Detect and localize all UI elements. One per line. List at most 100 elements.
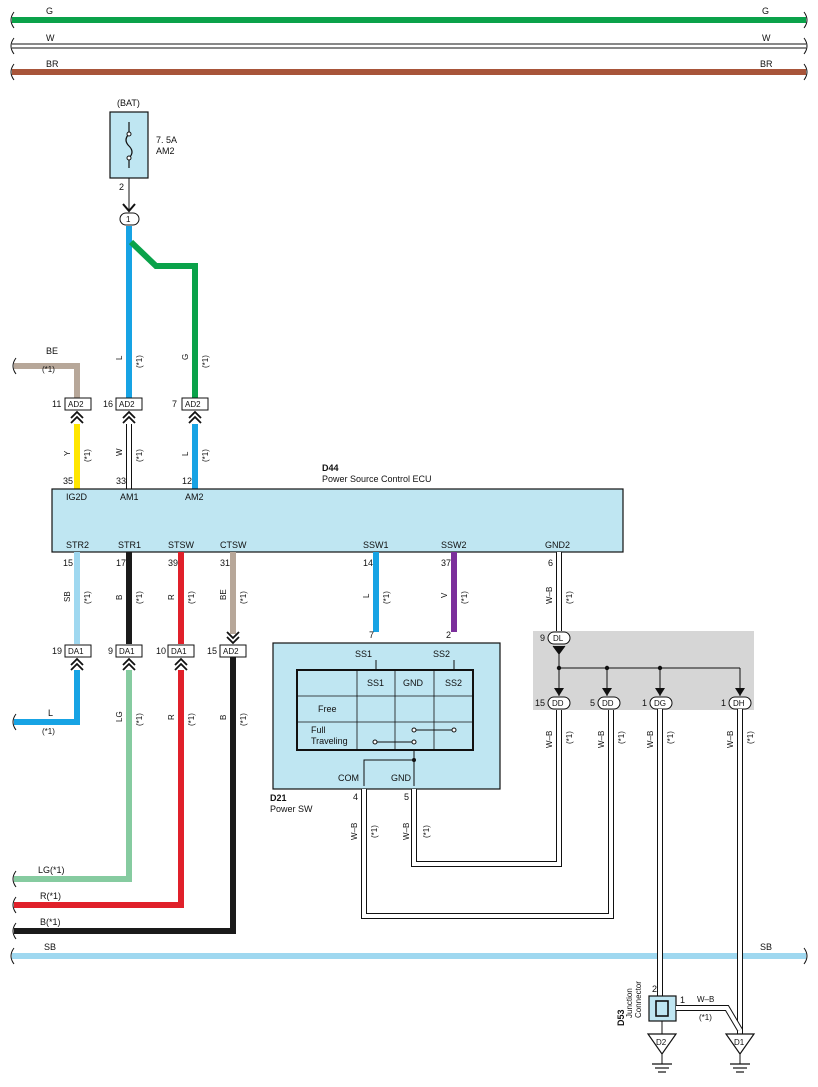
svg-text:BE: BE [219, 589, 228, 600]
connectors-mid: 19 DA1 9 DA1 10 DA1 15 AD2 [52, 631, 247, 671]
svg-text:SS1: SS1 [367, 678, 384, 688]
svg-text:R: R [167, 594, 176, 600]
svg-text:W–B: W–B [350, 823, 359, 840]
switch-table [296, 669, 474, 751]
fuse-am2: (BAT) 7. 5A AM2 2 1 [109, 98, 177, 226]
svg-text:COM: COM [338, 773, 359, 783]
ecu-pin-str1: STR1 [118, 540, 141, 550]
svg-text:31: 31 [220, 558, 230, 568]
svg-text:DA1: DA1 [68, 647, 84, 656]
power-sw-name: Power SW [270, 804, 313, 814]
power-sw-d21: 7 2 SS1 SS2 SS1 GND SS2 Free Full Travel… [270, 630, 501, 840]
ecu-pin-gnd2: GND2 [545, 540, 570, 550]
svg-text:AD2: AD2 [185, 400, 201, 409]
svg-text:37: 37 [441, 558, 451, 568]
svg-text:LG: LG [115, 711, 124, 722]
conn-ad2-b [115, 397, 143, 411]
bus-label-w-left: W [46, 33, 55, 43]
svg-text:(*1): (*1) [422, 825, 431, 838]
svg-text:(*1): (*1) [201, 449, 210, 462]
ground-d1-icon [724, 1033, 756, 1056]
fuse-icon [125, 122, 133, 168]
ecu-output-wires: SB (*1) B (*1) R (*1) BE (*1) L (*1) V (… [63, 552, 574, 644]
svg-text:4: 4 [353, 792, 358, 802]
svg-text:W–B: W–B [646, 731, 655, 748]
svg-text:R: R [167, 714, 176, 720]
lower-left-wires: L (*1) LG (*1) R (*1) B (*1) LG(*1) R(*1… [12, 657, 248, 940]
chevron-up-icon [122, 410, 136, 424]
ecu-pin-str2: STR2 [66, 540, 89, 550]
svg-text:(*1): (*1) [666, 731, 675, 744]
jc-name-2: Connector [634, 981, 643, 1018]
svg-text:(*1): (*1) [83, 591, 92, 604]
svg-text:(*1): (*1) [135, 713, 144, 726]
svg-text:GND: GND [403, 678, 424, 688]
ecu-code: D44 [322, 463, 339, 473]
wire-be-upper [14, 363, 80, 398]
conn-dd-2 [597, 696, 621, 710]
bus-label-g-left: G [46, 6, 53, 16]
svg-text:W–B: W–B [545, 587, 554, 604]
ground-runs [361, 708, 614, 919]
ecu-name: Power Source Control ECU [322, 474, 432, 484]
connectors-top: 11 AD2 16 AD2 7 AD2 [52, 397, 209, 424]
bus-break-left-w [10, 37, 15, 55]
svg-text:(*1): (*1) [565, 731, 574, 744]
splice-number: 1 [126, 215, 131, 224]
svg-text:SS1: SS1 [355, 649, 372, 659]
chevron-up-icon [122, 657, 136, 671]
junction-gray-area [533, 631, 754, 710]
conn-da1-b [115, 644, 143, 658]
conn-dl [547, 631, 571, 645]
svg-text:9: 9 [540, 633, 545, 643]
bus-label-br-left: BR [46, 59, 59, 69]
svg-text:AD2: AD2 [223, 647, 239, 656]
conn-pin-7: 7 [172, 399, 177, 409]
svg-text:DG: DG [654, 699, 666, 708]
wire-lg [14, 670, 132, 882]
svg-text:(*1): (*1) [617, 731, 626, 744]
wire-label-be: BE [46, 346, 58, 356]
svg-text:GND: GND [391, 773, 412, 783]
svg-text:17: 17 [116, 558, 126, 568]
jc-code: D53 [616, 1009, 626, 1026]
chevron-down-icon [226, 631, 240, 645]
svg-text:SS2: SS2 [445, 678, 462, 688]
bus-label-br-right: BR [760, 59, 773, 69]
chevron-up-icon [70, 657, 84, 671]
svg-text:SB: SB [44, 942, 56, 952]
svg-text:DH: DH [733, 699, 745, 708]
ecu-pin-stsw: STSW [168, 540, 195, 550]
svg-text:L: L [181, 451, 190, 456]
conn-pin-16: 16 [103, 399, 113, 409]
svg-text:Y: Y [63, 450, 72, 456]
wire-wb-gnd [412, 708, 561, 866]
svg-text:AD2: AD2 [119, 400, 135, 409]
ecu-input-wires: Y (*1) W (*1) L (*1) [63, 424, 210, 489]
svg-text:AD2: AD2 [68, 400, 84, 409]
conn-pin-11: 11 [52, 399, 61, 409]
svg-text:2: 2 [652, 984, 657, 994]
fuse-box [109, 111, 149, 179]
svg-text:V: V [440, 592, 449, 598]
wire-g-upper [128, 239, 198, 398]
ecu-box [51, 488, 624, 553]
arrow-down-icon [735, 688, 745, 696]
ground-drops [657, 709, 743, 1034]
power-sw-code: D21 [270, 793, 287, 803]
svg-text:W–B: W–B [402, 823, 411, 840]
splice-connector [119, 212, 140, 226]
conn-ad2-c [181, 397, 209, 411]
svg-text:(*1): (*1) [746, 731, 755, 744]
ecu-pin-ctsw: CTSW [220, 540, 247, 550]
chevron-up-icon [188, 410, 202, 424]
bus-break-right-g [803, 11, 808, 29]
ecu-pin-am1: AM1 [120, 492, 139, 502]
bus-break-left-g [10, 11, 15, 29]
junction-block: 9 DL 15 DD 5 DD 1 DG 1 DH W–B (*1) W–B (… [533, 631, 755, 748]
svg-text:W–B: W–B [697, 995, 714, 1004]
svg-text:Full: Full [311, 725, 326, 735]
svg-text:(*1): (*1) [382, 591, 391, 604]
chevron-up-icon [174, 657, 188, 671]
